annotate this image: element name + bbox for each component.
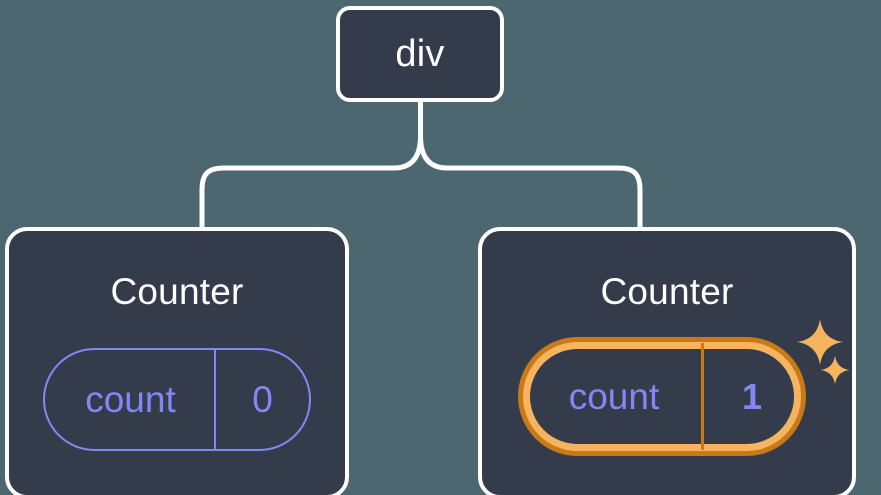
node-div-label: div bbox=[395, 33, 445, 75]
connector-to-right-child bbox=[418, 99, 643, 232]
state-pill-right-body: count 1 bbox=[518, 337, 806, 456]
node-div[interactable]: div bbox=[336, 6, 504, 102]
state-value-left: 0 bbox=[252, 379, 273, 420]
state-key-left: count bbox=[85, 379, 176, 420]
sparkle-small-icon bbox=[820, 355, 850, 385]
state-pill-divider-right bbox=[701, 343, 704, 450]
node-counter-left-title: Counter bbox=[110, 271, 244, 312]
state-pill-left-body: count 0 bbox=[43, 348, 311, 451]
state-key-cell-right: count bbox=[524, 343, 704, 450]
state-value-cell-left: 0 bbox=[216, 350, 309, 449]
state-value-right: 1 bbox=[741, 375, 763, 417]
sparkle-large-icon bbox=[796, 318, 844, 366]
state-value-cell-right: 1 bbox=[704, 343, 800, 450]
state-pill-left[interactable]: count 0 bbox=[43, 348, 311, 451]
state-key-right: count bbox=[568, 376, 660, 417]
connector-to-left-child bbox=[199, 99, 423, 232]
state-pill-right[interactable]: count 1 bbox=[518, 337, 806, 456]
node-counter-right-title: Counter bbox=[600, 271, 734, 312]
state-pill-divider-left bbox=[214, 350, 216, 449]
state-key-cell-left: count bbox=[45, 350, 216, 449]
